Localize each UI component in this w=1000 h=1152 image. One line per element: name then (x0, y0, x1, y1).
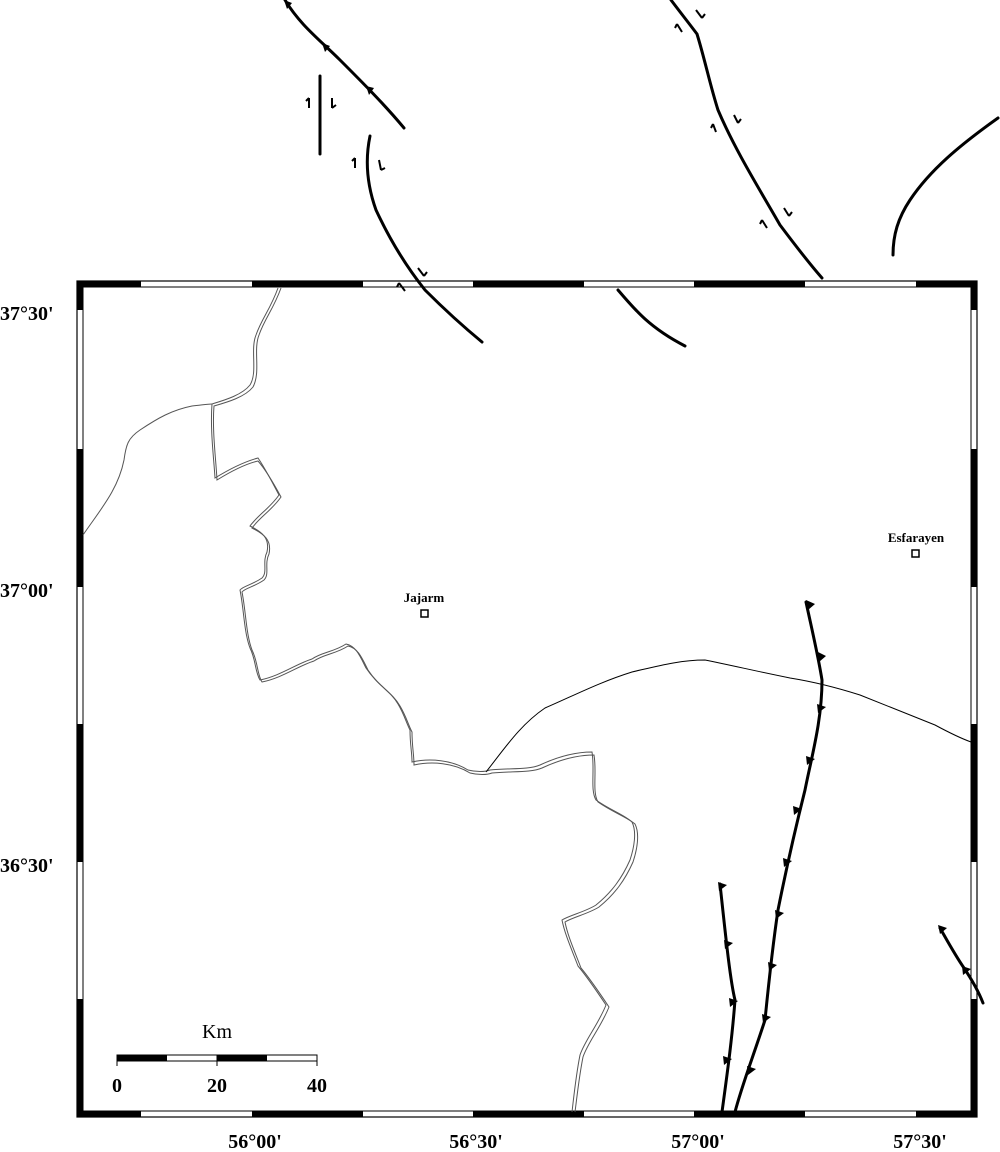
thrust-tooth (775, 910, 784, 919)
town-jajarm: Jajarm (404, 590, 445, 618)
latitude-labels: 37°30' 37°00' 36°30' (0, 303, 54, 877)
strike-slip-arrows (305, 9, 793, 292)
thrust-tooth (938, 925, 947, 934)
thrust-tooth (284, 0, 292, 9)
boundary-line (82, 403, 213, 536)
slip-arrow (331, 98, 337, 109)
thrust-tooth (817, 704, 826, 713)
lon-label: 56°00' (228, 1131, 282, 1152)
thrust-tooth (762, 1014, 771, 1023)
thrust-tooth (806, 600, 815, 610)
slip-arrow (783, 207, 793, 217)
lon-label: 57°00' (671, 1131, 725, 1152)
fault-line (616, 288, 687, 348)
lon-label: 57°30' (893, 1131, 947, 1152)
town-label: Esfarayen (888, 530, 945, 545)
thrust-tooth (724, 940, 733, 949)
thrust-tooth (747, 1066, 756, 1075)
fault-line (891, 116, 1000, 257)
scale-tick: 20 (207, 1075, 227, 1097)
boundary-line (212, 287, 639, 1113)
scale-unit: Km (202, 1021, 232, 1043)
scale-tick: 0 (112, 1075, 122, 1097)
fault-line (283, 0, 406, 130)
fault-line (365, 134, 484, 344)
town-esfarayen: Esfarayen (888, 530, 945, 558)
lon-label: 56°30' (449, 1131, 503, 1152)
thrust-triangles (284, 0, 971, 1075)
fault-line (733, 600, 824, 1114)
town-marker (420, 609, 429, 618)
slip-arrow (378, 159, 386, 171)
slip-arrow (417, 267, 428, 277)
slip-arrow (695, 9, 706, 19)
slip-arrow (674, 23, 683, 33)
thrust-tooth (818, 652, 826, 662)
slip-arrow (759, 219, 768, 229)
slip-arrow (305, 97, 310, 108)
slip-arrow (710, 123, 717, 133)
thrust-tooth (806, 756, 815, 765)
scale-bar: Km 0 20 40 (112, 1021, 327, 1097)
road-line (485, 659, 972, 773)
lat-label: 36°30' (0, 855, 54, 877)
thrust-tooth (366, 86, 374, 95)
slip-arrow (396, 282, 406, 292)
slip-arrow (351, 157, 356, 168)
fault-line (669, 0, 824, 280)
faults (283, 0, 1000, 1114)
town-marker (911, 549, 920, 558)
road-lines (485, 659, 972, 773)
lat-label: 37°00' (0, 580, 54, 602)
thrust-tooth (723, 1056, 732, 1065)
map-frame (76, 280, 978, 1118)
thrust-tooth (718, 882, 727, 891)
thrust-tooth (793, 806, 802, 815)
longitude-labels: 56°00' 56°30' 57°00' 57°30' (228, 1131, 947, 1152)
lat-label: 37°30' (0, 303, 54, 325)
slip-arrow (733, 114, 742, 124)
thrust-tooth (768, 962, 777, 971)
scale-tick: 40 (307, 1075, 327, 1097)
thrust-tooth (962, 966, 971, 975)
thrust-tooth (783, 858, 792, 867)
province-boundaries (82, 287, 639, 1113)
town-label: Jajarm (404, 590, 445, 605)
boundary-line (210, 287, 636, 1113)
fault-line (718, 882, 737, 1114)
thrust-tooth (322, 43, 330, 52)
thrust-tooth (729, 998, 738, 1007)
